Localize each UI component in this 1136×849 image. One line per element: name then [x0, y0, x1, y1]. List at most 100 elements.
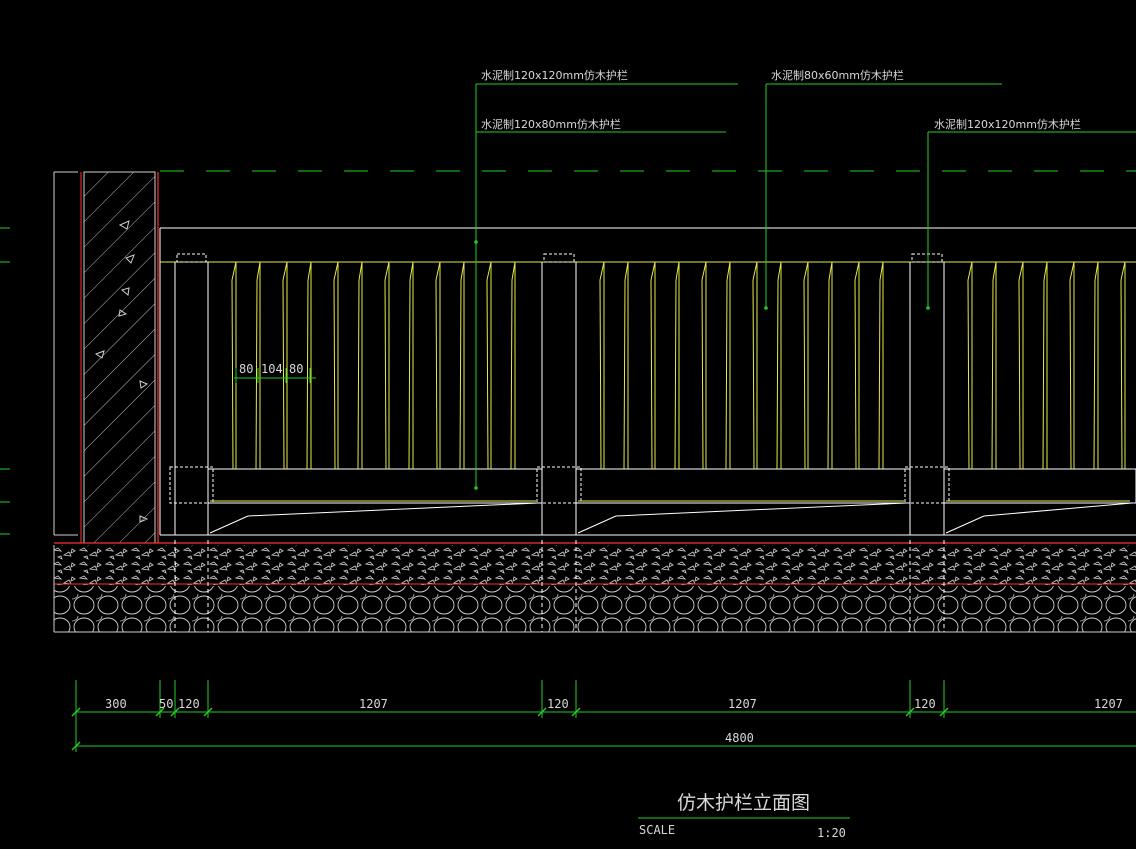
picket-grain: [486, 279, 489, 470]
picket-grain: [358, 261, 363, 281]
picket-grain: [460, 261, 465, 281]
dim-120-b: 120: [547, 697, 569, 711]
dim-tick: [939, 707, 949, 717]
callout-leaders: [474, 83, 1136, 490]
detail-dim-1: 80: [239, 362, 253, 376]
picket-grain: [752, 261, 758, 281]
picket-grain: [828, 261, 833, 281]
dim-tick: [905, 707, 915, 717]
picket-grain: [725, 279, 728, 470]
picket-grain: [991, 279, 994, 470]
post-cap: [543, 253, 575, 263]
leader-dot: [474, 486, 478, 490]
picket-grain: [623, 279, 626, 470]
picket-grain: [776, 279, 779, 470]
dim-tick: [170, 707, 180, 717]
post-joint: [169, 466, 214, 504]
bottom-rail: [207, 468, 543, 504]
bottom-rail: [575, 468, 911, 504]
bottom-rail: [943, 468, 1136, 504]
picket-grain: [282, 279, 285, 470]
dim-tick: [571, 707, 581, 717]
picket-grain: [511, 261, 516, 281]
bottom-rail-slope: [983, 502, 1133, 517]
railing-frame: [159, 227, 1136, 632]
dim-1207-c: 1207: [1094, 697, 1123, 711]
picket-grain: [827, 279, 830, 470]
concrete-wall-section: [53, 171, 159, 544]
picket-grain: [486, 261, 492, 281]
picket-grain: [357, 279, 360, 470]
picket-grain: [1069, 279, 1072, 470]
picket-grain: [1120, 261, 1126, 281]
picket-grain: [1093, 279, 1096, 470]
picket-grain: [435, 261, 441, 281]
picket-grain: [231, 279, 234, 470]
picket-grain: [384, 261, 390, 281]
dim-120-c: 120: [914, 697, 936, 711]
picket-grain: [650, 279, 653, 470]
bottom-rail-slope: [209, 515, 249, 534]
picket-grain: [879, 261, 884, 281]
dimension-chain: [71, 680, 1136, 752]
leader-dot: [926, 306, 930, 310]
post-joint: [904, 466, 950, 504]
picket-grain: [650, 261, 656, 281]
leader-dot: [764, 306, 768, 310]
picket-grain: [459, 279, 462, 470]
dim-1207-a: 1207: [359, 697, 388, 711]
picket-grain: [992, 261, 997, 281]
dim-1207-b: 1207: [728, 697, 757, 711]
picket-grain: [1120, 279, 1123, 470]
picket-grain: [854, 261, 860, 281]
callout-text-bottom-rail: 水泥制120x80mm仿木护栏: [481, 117, 621, 131]
picket-grain: [675, 261, 680, 281]
picket-grain: [255, 279, 258, 470]
dim-300: 300: [105, 697, 127, 711]
ground-section: [53, 542, 1136, 633]
picket-grain: [599, 279, 602, 470]
picket-grain: [306, 279, 309, 470]
picket-grain: [1043, 261, 1048, 281]
callout-text-post: 水泥制120x120mm仿木护栏: [934, 117, 1081, 131]
dim-50: 50: [159, 697, 173, 711]
detail-dim-2: 104: [261, 362, 283, 376]
picket-grain: [701, 279, 704, 470]
picket-grain: [333, 279, 336, 470]
bottom-rail-slope: [247, 502, 539, 517]
railing-pickets: [231, 261, 1126, 470]
picket-grain: [510, 279, 513, 470]
picket-grain: [409, 261, 414, 281]
picket-grain: [624, 261, 629, 281]
left-edge-ticks: [0, 227, 10, 535]
bottom-rail-slope: [577, 515, 617, 534]
picket-grain: [1094, 261, 1099, 281]
dim-120-a: 120: [178, 697, 200, 711]
post-joint: [536, 466, 582, 504]
picket-grain: [1018, 279, 1021, 470]
callout-text-top-post: 水泥制120x120mm仿木护栏: [481, 68, 628, 82]
detail-dim-3: 80: [289, 362, 303, 376]
picket-grain: [307, 261, 312, 281]
scale-label: SCALE: [639, 823, 675, 837]
picket-grain: [1018, 261, 1024, 281]
picket-grain: [878, 279, 881, 470]
picket-grain: [752, 279, 755, 470]
dim-tick: [203, 707, 213, 717]
picket-grain: [408, 279, 411, 470]
post-cap: [911, 253, 943, 263]
picket-grain: [435, 279, 438, 470]
callout-text-picket: 水泥制80x60mm仿木护栏: [771, 68, 904, 82]
picket-grain: [1042, 279, 1045, 470]
picket-grain: [854, 279, 857, 470]
post-cap: [176, 253, 207, 263]
picket-grain: [726, 261, 731, 281]
picket-grain: [599, 261, 605, 281]
picket-grain: [967, 279, 970, 470]
drawing-title: 仿木护栏立面图: [677, 792, 810, 814]
picket-grain: [256, 261, 261, 281]
bottom-rail-slope: [945, 515, 985, 534]
picket-grain: [1069, 261, 1075, 281]
picket-grain: [282, 261, 288, 281]
